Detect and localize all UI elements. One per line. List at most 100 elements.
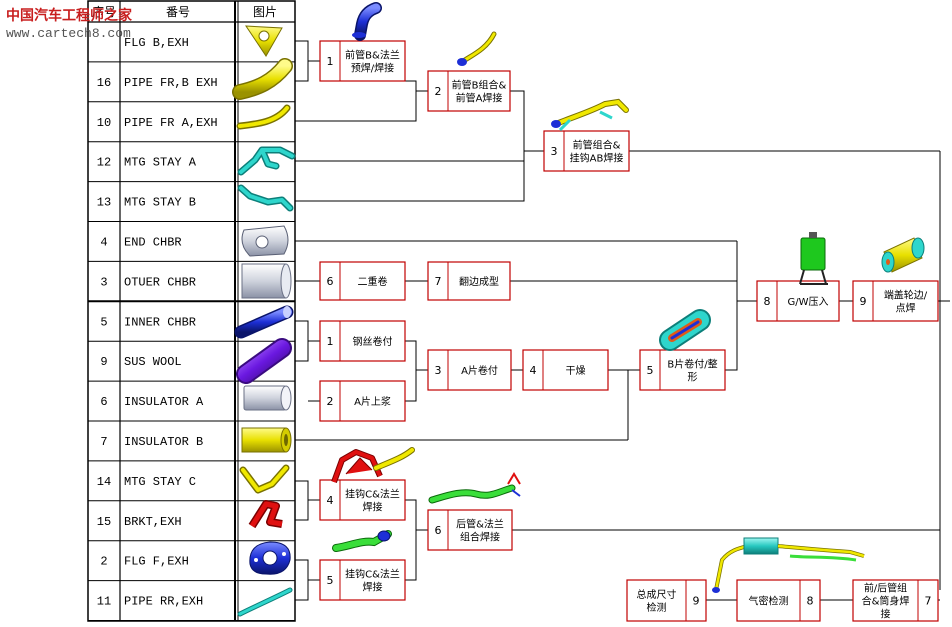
diagram-illustrations	[331, 2, 925, 593]
step-number: 3	[435, 364, 442, 377]
step-label: B片卷付/整	[667, 358, 717, 371]
part-name: SUS WOOL	[124, 355, 182, 369]
step-label: 合&筒身焊	[862, 595, 910, 608]
bent-pipe-part-icon	[232, 58, 293, 100]
step-number: 2	[327, 395, 334, 408]
step-number: 8	[807, 595, 814, 608]
part-name: INNER CHBR	[124, 315, 196, 329]
step-number: 7	[435, 275, 442, 288]
step-label: 形	[688, 372, 698, 384]
step-label: 前管B组合&	[452, 79, 507, 92]
bracket-stay-b-part-icon	[237, 184, 294, 212]
step-label: 端盖轮边/	[884, 289, 928, 302]
part-name: OTUER CHBR	[124, 275, 196, 289]
step-label: A片卷付	[461, 364, 498, 377]
step-number: 3	[551, 145, 558, 158]
step-label: 组合焊接	[460, 531, 500, 544]
insulator-tube-part-icon	[241, 427, 292, 453]
short-pipe-part-icon	[236, 104, 291, 130]
step-number: 9	[693, 595, 700, 608]
part-name: END CHBR	[124, 235, 182, 249]
step-label: 点焊	[896, 303, 916, 315]
row-number: 11	[97, 595, 111, 609]
row-number: 15	[97, 515, 111, 529]
part-name: PIPE FR,B EXH	[124, 76, 218, 90]
stay-c-flange-illustration-2	[332, 530, 392, 552]
step-label: 挂钩C&法兰	[345, 568, 400, 581]
header-pic: 图片	[253, 5, 277, 19]
part-name: FLG F,EXH	[124, 555, 189, 569]
row-number: 14	[97, 475, 111, 489]
process-step-end-cap-weld: 9 端盖轮边/点焊	[852, 280, 939, 322]
inner-tube-part-icon	[234, 305, 294, 339]
row-number: 10	[97, 116, 111, 130]
step-number: 9	[860, 295, 867, 308]
part-name: INSULATOR A	[124, 395, 204, 409]
rear-pipe-flange-illustration	[428, 472, 521, 504]
step-label: 总成尺寸	[637, 588, 677, 601]
part-pictures	[232, 25, 296, 617]
rear-pipe-part-icon	[237, 587, 293, 617]
step-label: 焊接	[363, 581, 383, 594]
part-name: PIPE RR,EXH	[124, 595, 203, 609]
step-label: 翻边成型	[459, 275, 499, 288]
bracket-stay-c-part-icon	[239, 464, 290, 494]
step-label: 挂钩AB焊接	[570, 152, 624, 165]
step-number: 4	[327, 494, 334, 507]
part-name: PIPE FR A,EXH	[124, 116, 218, 130]
wool-roll-part-icon	[236, 338, 292, 384]
row-number: 5	[100, 315, 107, 329]
row-number: 13	[97, 196, 111, 210]
step-number: 4	[530, 364, 537, 377]
flange-part-icon	[249, 541, 291, 575]
process-step-sheet-a-roll: 3 A片卷付	[427, 349, 512, 391]
step-label: 焊接	[363, 501, 383, 514]
row-number: 7	[100, 435, 107, 449]
process-step-front-pipe-assy: 2 前管B组合&前管A焊接	[427, 70, 511, 112]
process-step-sheet-b-roll: 5 B片卷付/整形	[639, 349, 726, 391]
front-pipe-flange-illustration	[352, 2, 382, 41]
step-number: 1	[327, 335, 334, 348]
step-number: 6	[435, 524, 442, 537]
step-label: 后管&法兰	[456, 518, 504, 531]
step-label: 干燥	[566, 365, 586, 377]
process-step-dry: 4 干燥	[522, 349, 609, 391]
full-exhaust-assy-illustration	[712, 537, 865, 593]
step-label: 前/后管组	[864, 582, 907, 595]
step-number: 6	[327, 275, 334, 288]
step-label: 预焊/焊接	[351, 62, 394, 75]
row-number: 2	[100, 555, 107, 569]
step-number: 5	[647, 364, 654, 377]
cylinder-shell-part-icon	[241, 263, 292, 299]
gw-press-fixture-illustration	[799, 232, 828, 285]
row-number: 16	[97, 76, 111, 90]
step-number: 8	[764, 295, 771, 308]
part-name: FLG B,EXH	[124, 36, 189, 50]
flange-triangle-part-icon	[245, 25, 283, 57]
muffler-body-illustration	[881, 237, 925, 273]
header-name: 番号	[166, 5, 190, 19]
part-name: MTG STAY B	[124, 196, 196, 210]
part-name: MTG STAY C	[124, 475, 196, 489]
step-label: 前管A焊接	[456, 92, 503, 105]
end-plate-part-icon	[241, 225, 289, 257]
front-pipe-assy-illustration	[457, 31, 497, 66]
stay-c-flange-illustration-1	[331, 447, 415, 484]
row-number: 4	[100, 235, 107, 249]
step-number: 2	[435, 85, 442, 98]
front-pipe-stay-illustration	[551, 98, 629, 132]
